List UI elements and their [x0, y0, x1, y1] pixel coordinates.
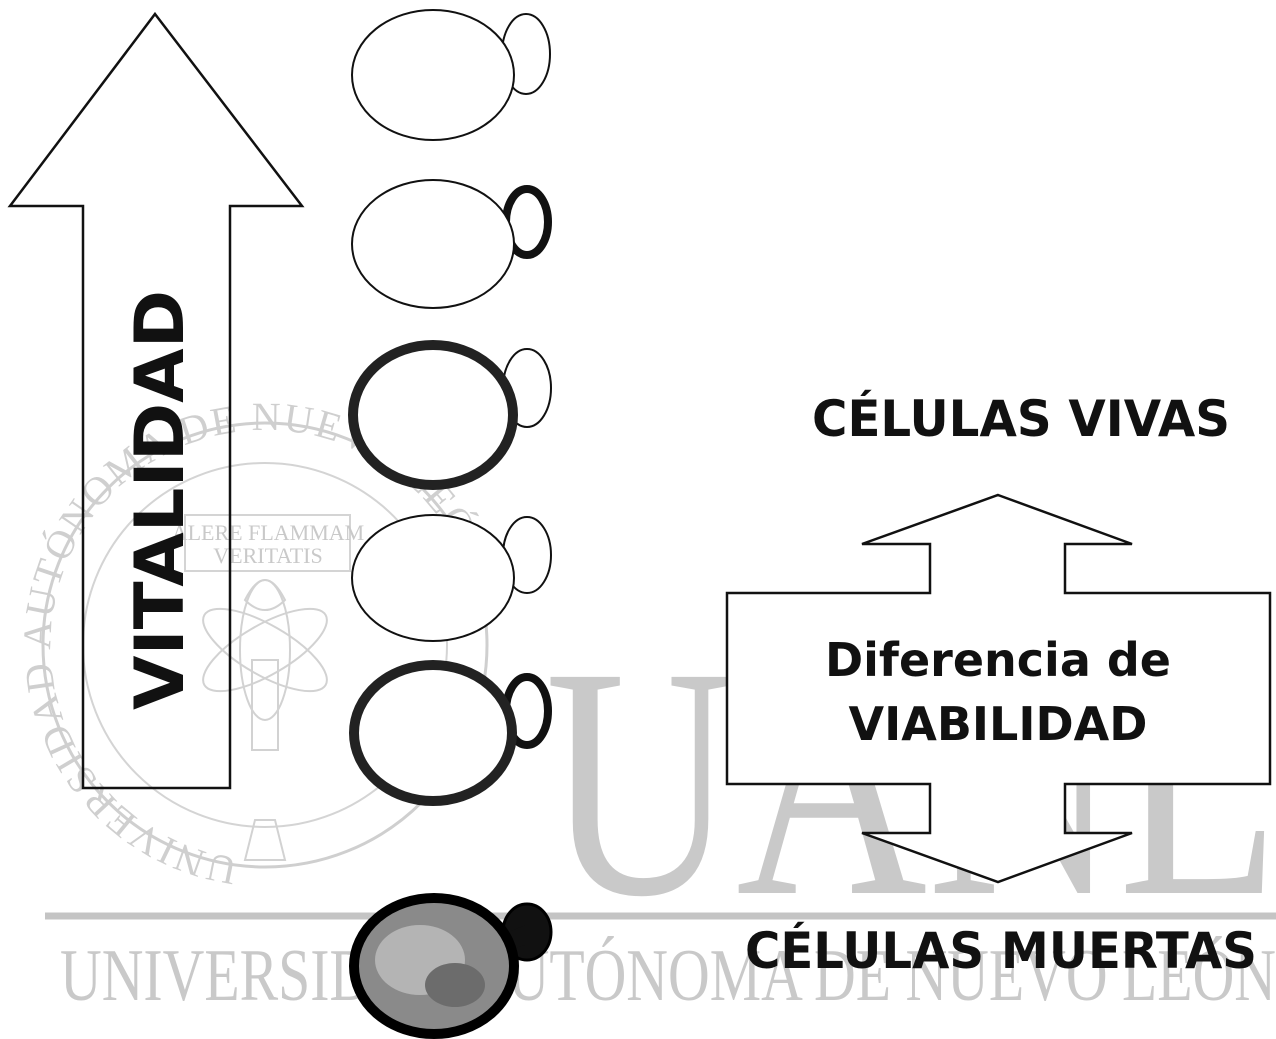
cell-body	[351, 179, 515, 309]
yeast-cell	[348, 340, 552, 490]
live-cells-label: CÉLULAS VIVAS	[812, 389, 1230, 448]
seal-motto-line2: VERITATIS	[213, 543, 322, 568]
viability-double-arrow: Diferencia de VIABILIDAD	[725, 493, 1272, 884]
vitality-label: VITALIDAD	[121, 290, 200, 710]
cell-texture	[425, 963, 485, 1007]
up-arrow-icon	[7, 11, 305, 790]
cell-body	[351, 514, 515, 642]
cell-body	[349, 660, 517, 806]
yeast-cell	[351, 179, 552, 309]
seal-motto-line1: ALERE FLAMMAM	[172, 520, 365, 545]
yeast-cell	[349, 660, 552, 806]
watermark-university-name: UNIVERSIDAD AUTÓNOMA DE NUEVO LEÓN	[60, 935, 1276, 1017]
cell-body	[351, 9, 515, 141]
dead-cells-label: CÉLULAS MUERTAS	[745, 921, 1257, 980]
viability-box-line2: VIABILIDAD	[849, 697, 1148, 751]
yeast-cell	[351, 9, 551, 141]
viability-box-line1: Diferencia de	[825, 633, 1171, 687]
cell-body	[348, 340, 518, 490]
yeast-cell	[349, 893, 553, 1039]
double-arrow-icon	[725, 493, 1272, 884]
vitality-arrow: VITALIDAD	[7, 11, 305, 790]
yeast-cells	[348, 9, 553, 1039]
torch-emblem-icon	[202, 579, 328, 861]
yeast-cell	[351, 514, 552, 642]
